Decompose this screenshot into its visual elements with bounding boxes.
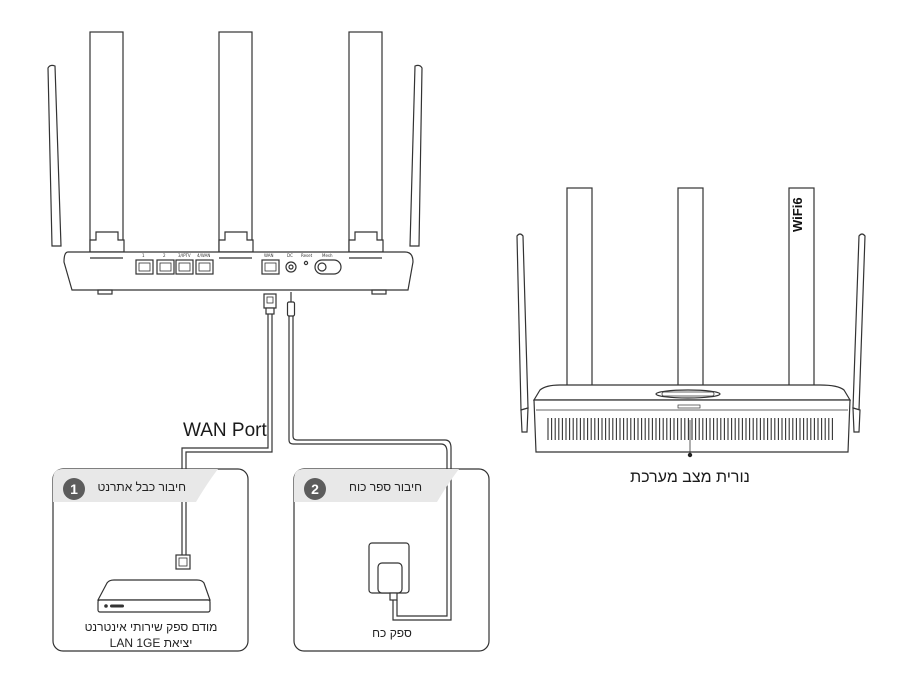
ethernet-plug [263,293,277,309]
front-vents [547,418,833,440]
port-label-dc: DC [287,253,293,258]
modem-device [97,554,211,613]
modem-label-line1: מודם ספק שירותי אינטרנט [84,620,218,634]
port-label-reset: Reset [301,253,313,258]
modem-label-line2: יציאת LAN 1GE [109,636,193,650]
router-front-view [516,187,866,458]
step1-title: חיבור כבל אתרנט [97,480,186,494]
power-adapter-label: ספק כח [372,626,412,640]
status-led-dot [687,452,693,458]
step2-number: 2 [304,478,326,500]
wifi6-badge: WiFi6 [790,197,805,233]
dc-jack [285,261,297,273]
wan-port-label: WAN Port [183,420,267,441]
step1-number: 1 [63,478,85,500]
step2-title: חיבור ספר כוח [349,480,422,494]
dc-plug [286,301,296,317]
status-led-label: נורית מצב מערכת [630,469,750,486]
port-label-1: 1 [142,253,145,258]
port-label-mesh: Mesh [322,253,333,258]
power-adapter [368,542,410,601]
cables [181,292,452,621]
mesh-button [314,259,342,275]
port-label-3: 3/IPTV [178,253,191,258]
router-back-view: 1 2 3/IPTV 4/WAN WAN DC Reset Mesh [47,31,423,295]
wan-port [261,259,280,275]
port-label-2: 2 [163,253,166,258]
lan-ports [135,259,214,275]
port-label-4: 4/WAN [197,253,210,258]
port-label-wan: WAN [264,253,273,258]
